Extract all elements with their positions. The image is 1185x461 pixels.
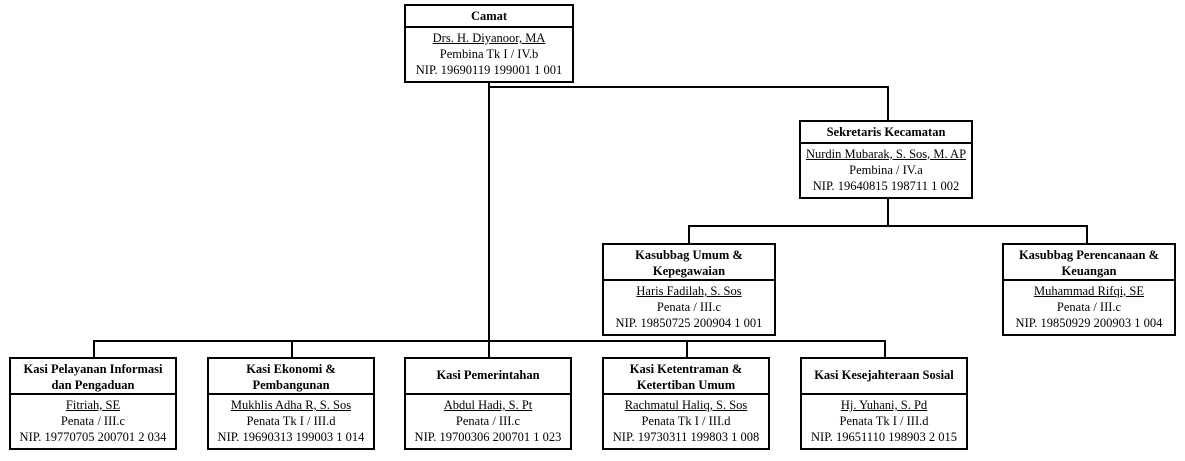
node-kasi-pelayanan-person: Fitriah, SE: [65, 398, 121, 412]
connector-kasi-ekonomi-drop: [291, 340, 293, 357]
node-kasi-ekonomi-rank: Penata Tk I / III.d: [246, 414, 336, 428]
node-kasubbag-perencanaan-keuangan[interactable]: Kasubbag Perencanaan & Keuangan Muhammad…: [1002, 243, 1176, 336]
node-camat-nip: NIP. 19690119 199001 1 001: [415, 63, 563, 77]
node-kasi-ketentraman-title: Kasi Ketentraman & Ketertiban Umum: [604, 359, 768, 395]
node-sekretaris-nip: NIP. 19640815 198711 1 002: [812, 179, 960, 193]
node-kasubbag-umum-rank: Penata / III.c: [656, 300, 722, 314]
connector-kasi-bus: [93, 340, 886, 342]
node-camat-person: Drs. H. Diyanoor, MA: [432, 31, 546, 45]
node-kasi-ketentraman-nip: NIP. 19730311 199803 1 008: [612, 430, 760, 444]
node-kasi-ketentraman-rank: Penata Tk I / III.d: [641, 414, 731, 428]
connector-kasi-pemerintahan-drop: [488, 340, 490, 357]
node-kasi-pelayanan-title: Kasi Pelayanan Informasi dan Pengaduan: [11, 359, 175, 395]
node-sekretaris-person: Nurdin Mubarak, S. Sos, M. AP: [805, 147, 967, 161]
connector-sekretaris-drop: [887, 86, 889, 120]
node-camat[interactable]: Camat Drs. H. Diyanoor, MA Pembina Tk I …: [404, 4, 574, 83]
node-sekretaris-title: Sekretaris Kecamatan: [801, 122, 971, 144]
node-kasi-ekonomi-title: Kasi Ekonomi & Pembangunan: [209, 359, 373, 395]
connector-kasi-pelayanan-drop: [93, 340, 95, 357]
connector-camat-bus: [488, 86, 889, 88]
connector-sekretaris-stem: [887, 196, 889, 227]
node-kasi-kesejahteraan-title: Kasi Kesejahteraan Sosial: [802, 359, 966, 395]
node-kasi-ekonomi-body: Mukhlis Adha R, S. Sos Penata Tk I / III…: [209, 395, 373, 448]
connector-camat-spine: [488, 86, 490, 341]
node-kasubbag-umum-title: Kasubbag Umum & Kepegawaian: [604, 245, 774, 281]
node-kasi-kesejahteraan-person: Hj. Yuhani, S. Pd: [840, 398, 928, 412]
node-sekretaris-rank: Pembina / IV.a: [849, 163, 923, 177]
node-kasi-pelayanan-nip: NIP. 19770705 200701 2 034: [19, 430, 167, 444]
node-kasi-pemerintahan[interactable]: Kasi Pemerintahan Abdul Hadi, S. Pt Pena…: [404, 357, 572, 450]
node-kasubbag-perencanaan-person: Muhammad Rifqi, SE: [1033, 284, 1145, 298]
node-camat-body: Drs. H. Diyanoor, MA Pembina Tk I / IV.b…: [406, 28, 572, 81]
node-kasi-pelayanan-informasi-pengaduan[interactable]: Kasi Pelayanan Informasi dan Pengaduan F…: [9, 357, 177, 450]
connector-kasubbag-perencanaan-drop: [1086, 225, 1088, 244]
node-kasubbag-umum-nip: NIP. 19850725 200904 1 001: [615, 316, 763, 330]
node-kasi-ketentraman-body: Rachmatul Haliq, S. Sos Penata Tk I / II…: [604, 395, 768, 448]
node-kasubbag-umum-person: Haris Fadilah, S. Sos: [636, 284, 742, 298]
node-kasi-pemerintahan-title: Kasi Pemerintahan: [406, 359, 570, 395]
node-kasi-kesejahteraan-sosial[interactable]: Kasi Kesejahteraan Sosial Hj. Yuhani, S.…: [800, 357, 968, 450]
node-sekretaris-kecamatan[interactable]: Sekretaris Kecamatan Nurdin Mubarak, S. …: [799, 120, 973, 199]
node-kasi-pelayanan-body: Fitriah, SE Penata / III.c NIP. 19770705…: [11, 395, 175, 448]
node-kasi-ketentraman-ketertiban-umum[interactable]: Kasi Ketentraman & Ketertiban Umum Rachm…: [602, 357, 770, 450]
node-kasi-pemerintahan-body: Abdul Hadi, S. Pt Penata / III.c NIP. 19…: [406, 395, 570, 448]
connector-kasubbag-bus: [688, 225, 1088, 227]
node-kasi-ekonomi-person: Mukhlis Adha R, S. Sos: [230, 398, 352, 412]
node-kasi-pemerintahan-person: Abdul Hadi, S. Pt: [443, 398, 533, 412]
node-kasi-ekonomi-pembangunan[interactable]: Kasi Ekonomi & Pembangunan Mukhlis Adha …: [207, 357, 375, 450]
node-kasubbag-umum-body: Haris Fadilah, S. Sos Penata / III.c NIP…: [604, 281, 774, 334]
node-kasi-pemerintahan-rank: Penata / III.c: [455, 414, 521, 428]
node-kasubbag-perencanaan-title: Kasubbag Perencanaan & Keuangan: [1004, 245, 1174, 281]
connector-kasubbag-umum-drop: [688, 225, 690, 244]
node-kasi-pelayanan-rank: Penata / III.c: [60, 414, 126, 428]
connector-kasi-kesejahteraan-drop: [884, 340, 886, 357]
node-kasi-kesejahteraan-rank: Penata Tk I / III.d: [839, 414, 929, 428]
node-camat-title: Camat: [406, 6, 572, 28]
node-camat-rank: Pembina Tk I / IV.b: [439, 47, 539, 61]
connector-kasi-ketentraman-drop: [686, 340, 688, 357]
node-kasi-kesejahteraan-nip: NIP. 19651110 198903 2 015: [811, 430, 957, 444]
node-kasubbag-perencanaan-body: Muhammad Rifqi, SE Penata / III.c NIP. 1…: [1004, 281, 1174, 334]
node-sekretaris-body: Nurdin Mubarak, S. Sos, M. AP Pembina / …: [801, 144, 971, 197]
node-kasi-pemerintahan-nip: NIP. 19700306 200701 1 023: [414, 430, 562, 444]
node-kasubbag-perencanaan-rank: Penata / III.c: [1056, 300, 1122, 314]
node-kasi-ketentraman-person: Rachmatul Haliq, S. Sos: [624, 398, 748, 412]
node-kasi-ekonomi-nip: NIP. 19690313 199003 1 014: [217, 430, 365, 444]
node-kasubbag-umum-kepegawaian[interactable]: Kasubbag Umum & Kepegawaian Haris Fadila…: [602, 243, 776, 336]
node-kasi-kesejahteraan-body: Hj. Yuhani, S. Pd Penata Tk I / III.d NI…: [802, 395, 966, 448]
node-kasubbag-perencanaan-nip: NIP. 19850929 200903 1 004: [1015, 316, 1163, 330]
